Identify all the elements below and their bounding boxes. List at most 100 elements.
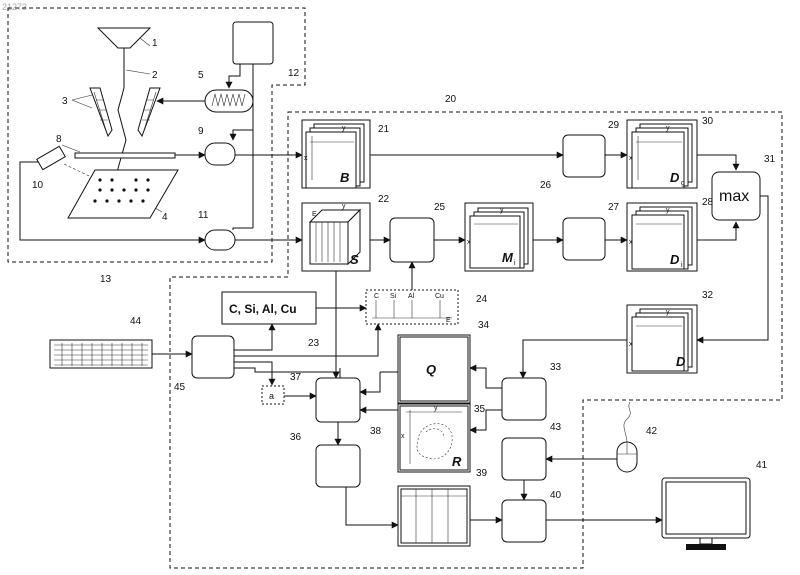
lens-right (138, 88, 160, 136)
symbol-Di: D (670, 252, 680, 267)
spectrum-label-C: C (374, 293, 379, 300)
label-9: 9 (198, 126, 204, 137)
label-39: 39 (476, 468, 488, 479)
label-21: 21 (378, 124, 390, 135)
label-2: 2 (152, 70, 158, 81)
block-25 (390, 218, 434, 262)
max-label: max (719, 188, 749, 205)
ctrl12-to-9 (233, 130, 253, 140)
33-to-Q (470, 368, 502, 388)
amplifier-11 (205, 230, 235, 250)
45-to-24 (234, 324, 378, 356)
label-1: 1 (152, 38, 158, 49)
45-to-37 (234, 362, 272, 385)
amplifier-9 (205, 143, 235, 165)
block-36 (316, 378, 360, 422)
spectrum-axis-E: E (446, 317, 451, 324)
matrix-26-Mi (465, 203, 533, 271)
watermark: 21273 (2, 2, 27, 12)
label-20: 20 (445, 94, 457, 105)
label-44: 44 (130, 316, 142, 327)
matrix-28-Di (627, 203, 697, 271)
matrix-21-B (302, 120, 370, 188)
label-35: 35 (474, 404, 486, 415)
label-32: 32 (702, 290, 714, 301)
label-line-8 (62, 145, 80, 152)
symbol-B: B (340, 170, 349, 185)
Di-axis-y: y (666, 207, 670, 214)
a-label: a (269, 391, 274, 401)
Dg-to-max (697, 155, 736, 170)
label-28: 28 (702, 197, 714, 208)
Q-to-36-b (360, 372, 380, 392)
lens-left (90, 88, 112, 136)
label-24: 24 (476, 294, 488, 305)
label-41: 41 (756, 460, 768, 471)
45-to-23 (234, 324, 272, 350)
S-axis-E: E (312, 211, 317, 218)
symbol-Q: Q (426, 362, 436, 377)
matrix-30-Dg (627, 120, 697, 188)
S-axis-y: y (342, 203, 346, 210)
label-36: 36 (290, 432, 302, 443)
input-controller-45 (192, 336, 234, 378)
label-8: 8 (56, 134, 62, 145)
label-13: 13 (100, 274, 112, 285)
label-11: 11 (198, 210, 209, 221)
symbol-S: S (350, 252, 359, 267)
symbol-Dg-sub: g (681, 180, 685, 187)
label-5: 5 (198, 70, 204, 81)
xray-detector-10 (37, 146, 66, 169)
R-axis-x: x (401, 433, 405, 440)
label-38: 38 (370, 426, 382, 437)
label-31: 31 (764, 154, 776, 165)
label-30: 30 (702, 116, 714, 127)
label-line-1 (140, 38, 150, 46)
symbol-Dg: D (670, 170, 680, 185)
Di-axis-x: x (629, 239, 633, 246)
block-38 (316, 445, 360, 487)
ctrl12-to-11 (233, 228, 253, 230)
label-42: 42 (646, 426, 658, 437)
symbol-R: R (452, 454, 462, 469)
label-25: 25 (434, 202, 446, 213)
mouse-42 (617, 402, 637, 472)
block-27 (563, 218, 605, 260)
table-39 (398, 486, 470, 546)
label-43: 43 (550, 422, 562, 433)
label-12: 12 (288, 68, 300, 79)
block-29 (563, 135, 605, 177)
Di-to-max (697, 222, 736, 240)
R-axis-y: y (434, 405, 438, 412)
D-axis-y: y (666, 309, 670, 316)
block-40 (502, 500, 546, 542)
specimen-4 (68, 170, 178, 218)
label-29: 29 (608, 120, 620, 131)
label-line-2 (126, 70, 150, 74)
Mi-axis-y: y (500, 207, 504, 214)
block-33 (502, 378, 546, 420)
38-to-39 (346, 487, 398, 525)
spectrum-label-Si: Si (390, 293, 397, 300)
label-4: 4 (162, 212, 168, 223)
label-40: 40 (550, 490, 562, 501)
symbol-D: D (676, 354, 686, 369)
label-10: 10 (32, 180, 44, 191)
matrix-32-D (627, 305, 697, 373)
Mi-axis-x: x (467, 239, 471, 246)
label-37: 37 (290, 372, 302, 383)
label-45: 45 (174, 382, 186, 393)
ctrl12-to-5 (229, 64, 240, 88)
symbol-M: M (502, 250, 514, 265)
label-26: 26 (540, 180, 552, 191)
Dg-axis-y: y (666, 125, 670, 132)
label-3: 3 (62, 96, 68, 107)
block-43 (502, 438, 546, 480)
electron-gun (98, 28, 150, 88)
spectrum-label-Al: Al (408, 293, 415, 300)
monitor-41 (662, 478, 750, 550)
B-axis-x: x (304, 155, 308, 162)
label-22: 22 (378, 194, 390, 205)
label-23: 23 (308, 338, 320, 349)
